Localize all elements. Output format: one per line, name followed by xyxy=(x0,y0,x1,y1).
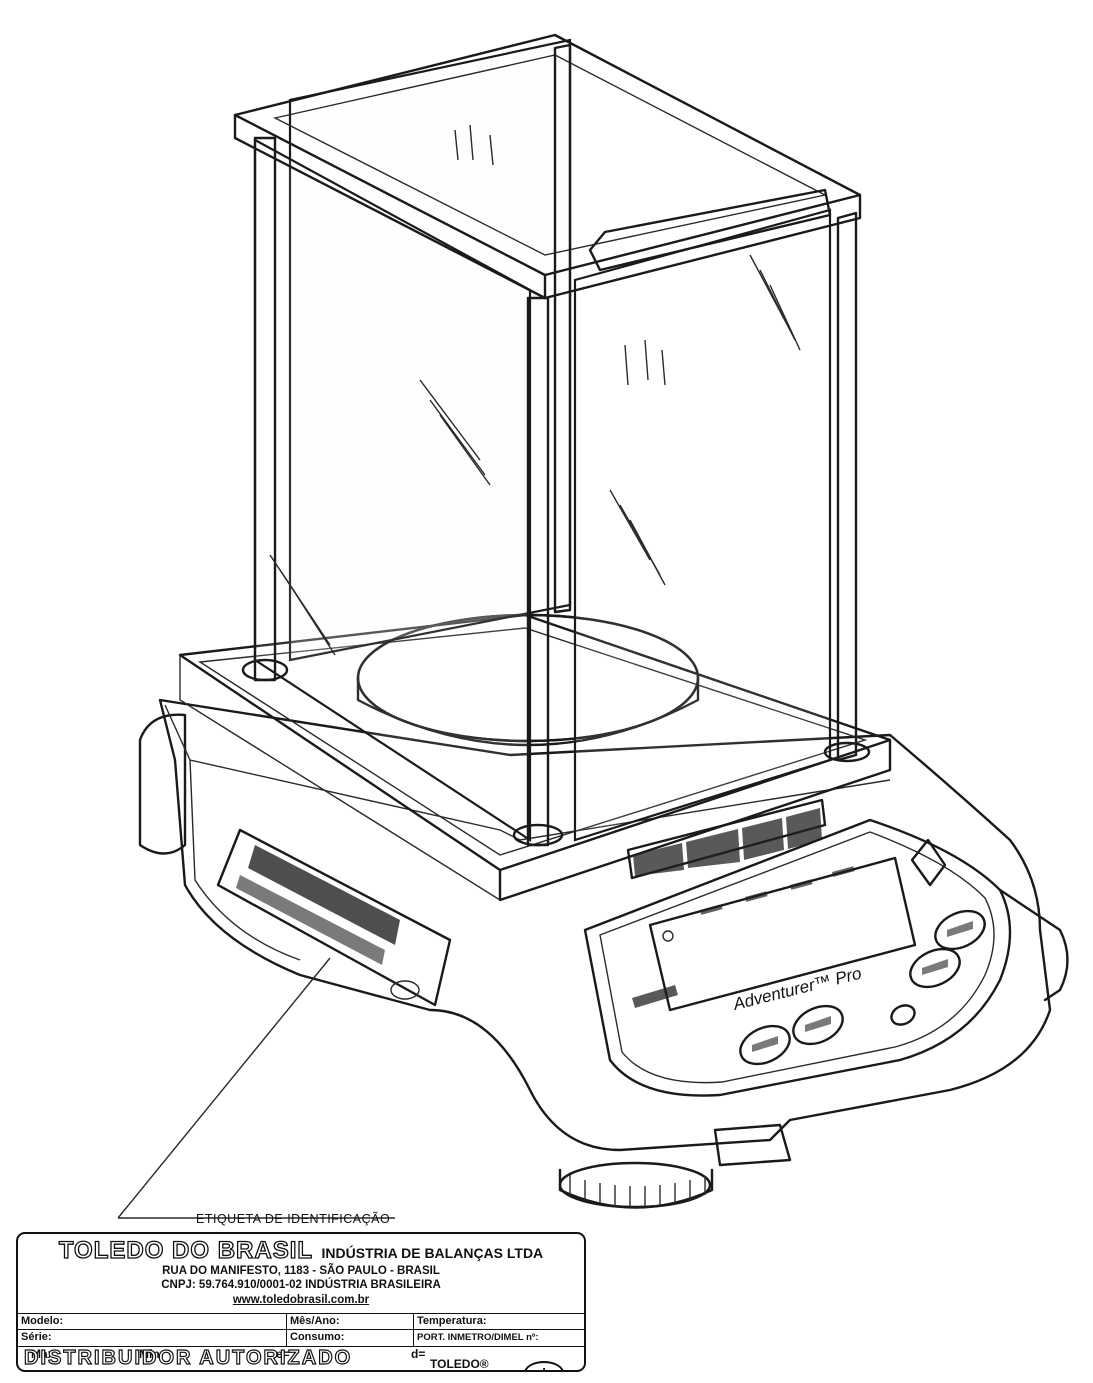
button-mode[interactable] xyxy=(904,942,965,995)
label-header: TOLEDO DO BRASIL INDÚSTRIA DE BALANÇAS L… xyxy=(18,1234,584,1313)
field-consumo: Consumo: xyxy=(286,1330,413,1346)
label-toledo-mark: TOLEDO® xyxy=(430,1357,489,1371)
draft-shield xyxy=(233,33,871,847)
field-serie: Série: xyxy=(21,1331,52,1343)
label-row-serial: Série: Consumo: PORT. INMETRO/DIMEL nº: xyxy=(18,1329,584,1346)
label-address: RUA DO MANIFESTO, 1183 - SÃO PAULO - BRA… xyxy=(162,1265,440,1277)
label-distribuidor: DISTRIBUIDOR AUTORIZADO xyxy=(23,1346,353,1369)
field-mes-ano: Mês/Ano: xyxy=(286,1314,413,1329)
label-brand: TOLEDO DO BRASIL xyxy=(58,1236,314,1264)
button-tare[interactable] xyxy=(929,904,990,957)
label-row-capacity: Max. Min. e= d= DISTRIBUIDOR AUTORIZADO … xyxy=(18,1346,584,1371)
field-port-inmetro: PORT. INMETRO/DIMEL nº: xyxy=(413,1330,584,1346)
label-website: www.toledobrasil.com.br xyxy=(232,1294,370,1306)
field-modelo: Modelo: xyxy=(21,1315,64,1327)
spec-sticker xyxy=(626,798,827,880)
field-max: Max. xyxy=(31,1347,58,1361)
button-print[interactable] xyxy=(787,999,848,1052)
label-company: INDÚSTRIA DE BALANÇAS LTDA xyxy=(321,1245,544,1261)
button-calibrate[interactable] xyxy=(734,1019,795,1072)
callout-label-text: ETIQUETA DE IDENTIFICAÇÃO xyxy=(196,1212,391,1226)
field-e: e= xyxy=(276,1347,290,1361)
field-temperatura: Temperatura: xyxy=(413,1314,584,1329)
field-min: Min. xyxy=(139,1347,163,1361)
label-cnpj: CNPJ: 59.764.910/0001-02 INDÚSTRIA BRASI… xyxy=(161,1279,441,1291)
identification-label: TOLEDO DO BRASIL INDÚSTRIA DE BALANÇAS L… xyxy=(16,1232,586,1372)
label-row-model: Modelo: Mês/Ano: Temperatura: xyxy=(18,1313,584,1329)
callout-leader-line xyxy=(117,957,331,1219)
balance-base xyxy=(138,698,1069,1209)
chamber-floor xyxy=(178,613,892,902)
accuracy-class-badge: I xyxy=(524,1361,564,1370)
button-power[interactable] xyxy=(888,1002,917,1028)
side-id-label xyxy=(216,828,452,1007)
field-d: d= xyxy=(411,1347,426,1361)
